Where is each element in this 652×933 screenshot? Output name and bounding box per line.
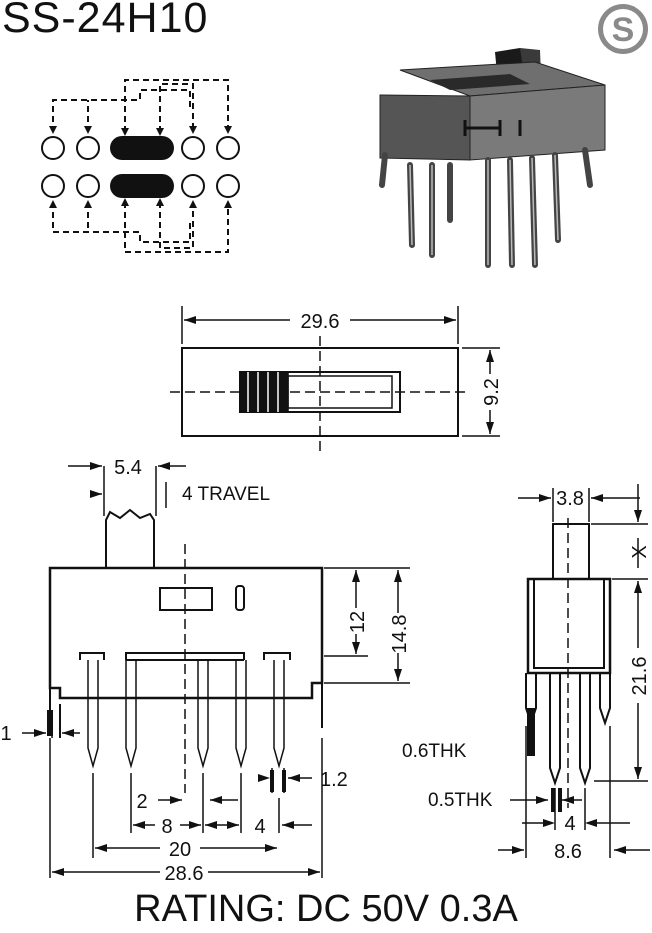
thickness-b-label: 0.5THK (428, 790, 493, 811)
top-view-length-label: 29.6 (301, 311, 340, 333)
side-actuator-width-label: 3.8 (556, 488, 584, 510)
brand-logo: S (598, 4, 648, 54)
pin-span-label: 20 (169, 839, 191, 861)
front-view-body (48, 566, 324, 700)
contact-terminal (216, 136, 240, 160)
top-view-drawing: 29.6 9.2 (170, 306, 503, 454)
side-view-drawing: 3.8 X 21.6 0.6THK 0.5THK 4 8.6 (402, 484, 651, 863)
contact-terminal (181, 136, 205, 160)
side-view-body (526, 577, 612, 675)
rating-text: RATING: DC 50V 0.3A (134, 888, 518, 930)
contact-terminal (216, 174, 240, 198)
top-view-width-label: 9.2 (481, 378, 503, 406)
overall-height-label: 14.8 (389, 615, 411, 654)
front-view-actuator (105, 508, 155, 569)
contact-terminal (76, 174, 100, 198)
logo-letter: S (612, 11, 635, 49)
front-view-drawing: 5.4 4 TRAVEL 12 14.8 1 1.2 2 8 4 20 28.6 (0, 457, 411, 885)
travel-label: 4 TRAVEL (182, 484, 270, 505)
pin-length-label: 21.6 (629, 657, 651, 696)
circuit-diagram (41, 79, 240, 253)
contact-terminal (76, 136, 100, 160)
pin-pitch-label: 2 (136, 791, 147, 813)
side-view-actuator (552, 523, 590, 580)
slider-contact-top (110, 136, 174, 160)
page-title: SS-24H10 (2, 0, 209, 42)
actuator-height-label: X (629, 545, 651, 558)
body-height-label: 12 (347, 611, 369, 633)
component-3d-view (379, 48, 606, 268)
pin-tab-label: 1 (0, 723, 11, 745)
pin-width-label: 1.2 (320, 769, 348, 791)
body-width-label: 8.6 (554, 841, 582, 863)
row-spacing-b-label: 4 (254, 816, 265, 838)
slider-contact-bottom (110, 174, 174, 198)
row-spacing-a-label: 8 (161, 816, 172, 838)
contact-terminal (181, 174, 205, 198)
actuator-width-label: 5.4 (114, 457, 142, 479)
pin-spacing-label: 4 (564, 813, 575, 835)
body-length-label: 28.6 (165, 863, 204, 885)
thickness-a-label: 0.6THK (402, 741, 467, 762)
contact-terminal (41, 174, 65, 198)
contact-terminal (41, 136, 65, 160)
